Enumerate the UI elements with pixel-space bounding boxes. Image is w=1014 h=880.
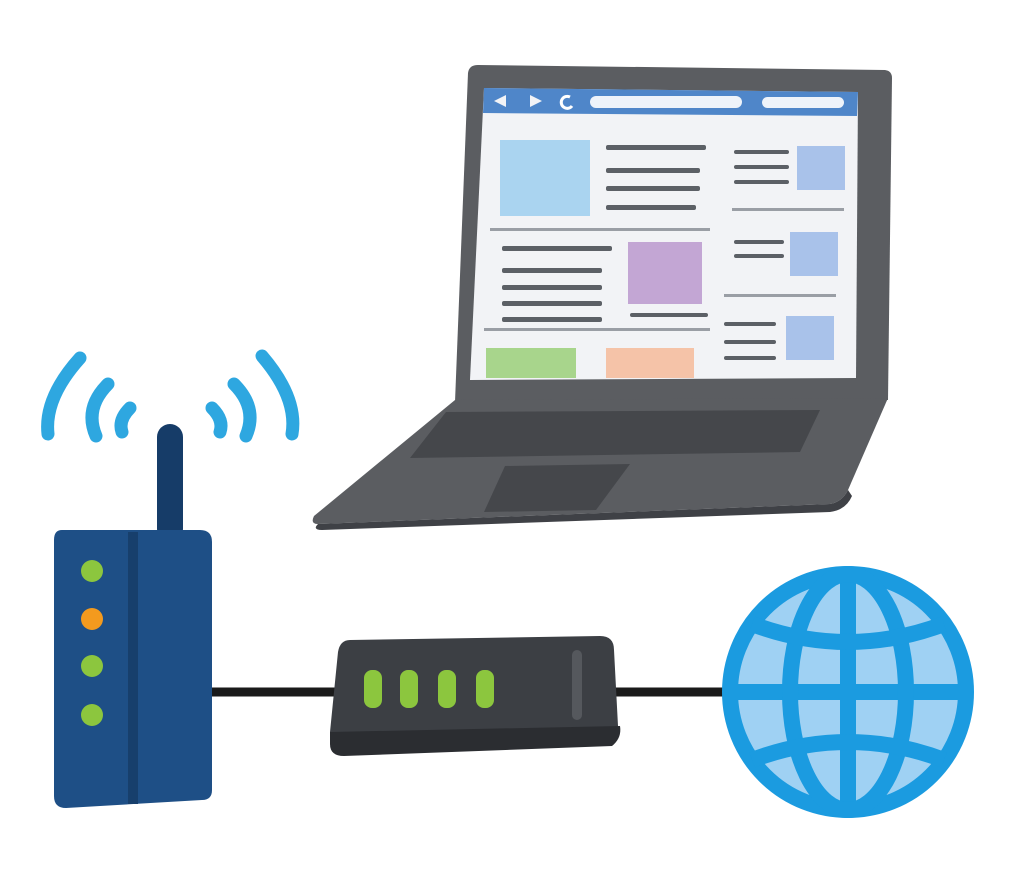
laptop-base-edge	[315, 490, 852, 530]
content-divider-2	[490, 228, 710, 231]
content-image-6	[486, 348, 576, 378]
laptop-keyboard	[410, 410, 820, 458]
wifi-wave-right-3	[255, 349, 300, 441]
laptop-touchpad	[484, 464, 630, 512]
content-image-5	[786, 316, 834, 360]
content-image-4	[790, 232, 838, 276]
modem-led-4	[476, 670, 494, 708]
content-image-2	[797, 146, 845, 190]
globe-icon	[722, 566, 974, 818]
content-divider-4	[484, 328, 710, 331]
content-text-5	[734, 240, 784, 258]
modem-icon	[330, 636, 621, 756]
router-antenna	[157, 424, 183, 542]
globe-latitude-south	[749, 734, 947, 768]
forward-arrow-icon[interactable]	[530, 95, 542, 107]
wifi-wave-left-1	[114, 401, 137, 439]
wifi-wave-right-1	[205, 401, 228, 439]
modem-led-2	[400, 670, 418, 708]
reload-icon[interactable]	[559, 94, 574, 110]
modem-led-3	[438, 670, 456, 708]
browser-address-bar[interactable]	[590, 96, 742, 108]
modem-led-1	[364, 670, 382, 708]
wifi-wave-right-2	[227, 377, 257, 443]
globe-latitude-north	[749, 616, 947, 650]
content-text-6	[724, 322, 776, 360]
content-divider-1	[732, 208, 844, 211]
content-image-3	[628, 242, 702, 304]
router-side-panel	[128, 532, 138, 804]
globe-longitude	[782, 566, 914, 818]
laptop-icon	[312, 65, 892, 530]
wifi-signal-icon	[41, 349, 300, 443]
content-text-4	[630, 313, 708, 317]
content-image-1	[500, 140, 590, 216]
content-text-1	[606, 145, 706, 210]
content-text-2	[734, 150, 789, 184]
content-text-3	[502, 246, 612, 322]
modem-vent	[572, 650, 582, 720]
browser-search-bar[interactable]	[762, 97, 844, 108]
wifi-router-icon	[54, 424, 212, 808]
back-arrow-icon[interactable]	[494, 95, 506, 107]
modem-base	[330, 726, 621, 756]
modem-body	[330, 636, 618, 742]
router-led-3	[81, 655, 103, 677]
wifi-wave-left-2	[85, 377, 115, 443]
router-led-2	[81, 608, 103, 630]
router-led-4	[81, 704, 103, 726]
wifi-wave-left-3	[41, 351, 87, 441]
content-image-7	[606, 348, 694, 378]
router-led-1	[81, 560, 103, 582]
content-divider-3	[724, 294, 836, 297]
